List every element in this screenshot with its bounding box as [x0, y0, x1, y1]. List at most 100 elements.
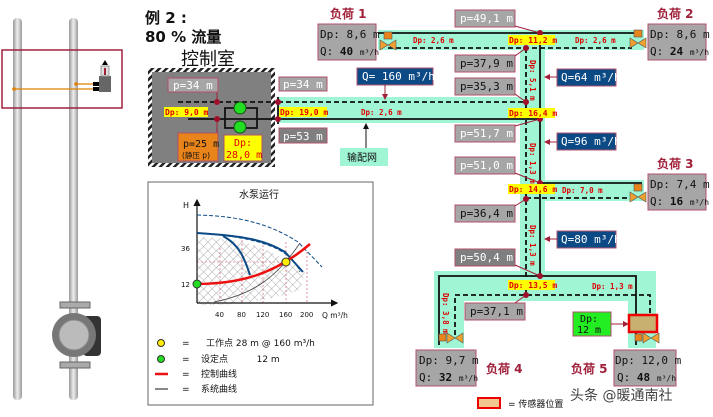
- load-5-title: 负荷 5: [571, 361, 608, 376]
- load-2-flow: Q: 24 m³/h: [650, 45, 709, 58]
- main-supply-pressure: p=53 m: [283, 130, 323, 143]
- legend-eq: =: [182, 339, 190, 349]
- load-4-dp: Dp: 9,7 m: [419, 354, 479, 367]
- main-flow-box: [356, 67, 434, 86]
- legend-set-point: 设定点 12 m: [201, 353, 280, 365]
- load-1-dp: Dp: 8,6 m: [320, 28, 380, 41]
- dp-riser-c: Dp: 1,3 m: [528, 225, 537, 266]
- load-1-flow: Q: 40 m³/h: [320, 45, 379, 58]
- flow-64: Q=64 m³/h: [561, 71, 621, 84]
- valve-load-5-icon: [634, 332, 660, 344]
- load-3-dp: Dp: 7,4 m: [650, 178, 710, 191]
- legend-working-point: 工作点 28 m @ 160 m³/h: [206, 337, 315, 349]
- x-axis-label: Q m³/h: [322, 311, 348, 320]
- control-room-title: 控制室: [181, 49, 235, 70]
- main-pipe-dp: Dp: 2,6 m: [361, 108, 402, 117]
- main-flow: Q= 160 m³/h: [362, 70, 435, 83]
- x-tick: 40: [215, 311, 224, 319]
- network-label: 输配网: [347, 151, 377, 164]
- legend-eq: =: [182, 355, 190, 365]
- pump-dp-label: Dp:: [234, 138, 252, 149]
- pump-2-icon: [233, 120, 247, 134]
- load-3-title: 负荷 3: [657, 156, 694, 171]
- load-2-dp: Dp: 8,6 m: [650, 28, 710, 41]
- load-3[interactable]: 负荷 3 Dp: 7,4 m Q: 16 m³/h: [647, 156, 710, 211]
- static-pressure-value: p=25 m: [183, 139, 219, 150]
- pressure-49-1: p=49,1 m: [460, 12, 513, 25]
- load-2-title: 负荷 2: [657, 6, 694, 21]
- load-4-flow: Q: 32 m³/h: [419, 371, 478, 384]
- room-dp-label: Dp: 9,0 m: [165, 108, 209, 117]
- pressure-36-4: p=36,4 m: [460, 207, 513, 220]
- system-curve: [213, 242, 301, 303]
- load-4[interactable]: 负荷 4 Dp: 9,7 m Q: 32 m³/h: [415, 349, 523, 387]
- watermark: 头条 @暖通南社: [570, 387, 672, 404]
- main-dp-start: Dp: 19,0 m: [280, 108, 328, 117]
- riser-pressure-labels: p=49,1 m p=37,9 m p=35,3 m p=51,7 m p=51…: [454, 9, 543, 321]
- supply-return-pressure-box: [278, 76, 328, 92]
- example-title: 例 2 :: [145, 9, 187, 27]
- legend-eq: =: [182, 370, 190, 380]
- pump-chart-title: 水泵运行: [239, 188, 279, 201]
- load-4-title: 负荷 4: [486, 361, 523, 376]
- sensor-dp-value: 12 m: [577, 325, 601, 336]
- pressure-50-4: p=50,4 m: [460, 251, 513, 264]
- load-1-title: 负荷 1: [330, 6, 367, 21]
- dp-riser-a: Dp: 5,1 m: [528, 60, 537, 101]
- x-tick: 80: [237, 311, 246, 319]
- control-curve: [196, 243, 311, 286]
- load-5-flow: Q: 48 m³/h: [617, 371, 676, 384]
- pump-1-icon: [233, 101, 247, 115]
- dp-11-2: Dp: 11,2 m: [509, 36, 557, 45]
- pressure-35-3: p=35,3 m: [460, 80, 513, 93]
- dp-16-4: Dp: 16,4 m: [509, 109, 557, 118]
- pump-dp-value: 28,0 m: [226, 150, 262, 161]
- vertical-pipe-illustration: [1, 18, 123, 400]
- y-tick: 36: [181, 245, 190, 253]
- dp-14-6: Dp: 14,6 m: [509, 185, 557, 194]
- load-5[interactable]: 负荷 5 Dp: 12,0 m Q: 48 m³/h: [571, 349, 682, 387]
- load-2[interactable]: 负荷 2 Dp: 8,6 m Q: 24 m³/h: [647, 6, 710, 61]
- pressure-37-1: p=37,1 m: [470, 305, 523, 318]
- load-5-dp: Dp: 12,0 m: [615, 354, 682, 367]
- pump-dp-box: [223, 134, 263, 162]
- flow-96: Q=96 m³/h: [561, 135, 621, 148]
- static-pressure-label: (静压 p): [182, 150, 210, 160]
- room-pressure-box: [167, 77, 219, 93]
- sensor-dp-label: Dp:: [580, 314, 598, 325]
- supply-pressure-box: [278, 127, 328, 144]
- static-pressure-box: [177, 132, 219, 162]
- pressure-51-0: p=51,0 m: [460, 159, 513, 172]
- pressure-51-7: p=51,7 m: [460, 127, 513, 140]
- x-tick: 160: [279, 311, 292, 319]
- dp-branch-3: Dp: 7,0 m: [562, 186, 603, 195]
- dp-branch-5: Dp: 1,3 m: [592, 282, 633, 291]
- load-3-flow: Q: 16 m³/h: [650, 195, 709, 208]
- sensor-highlight-frame: [1, 49, 123, 109]
- sensor-location: [627, 313, 659, 334]
- valve-load-1-icon: [379, 31, 397, 51]
- legend-eq: =: [182, 385, 190, 395]
- sensor-legend-icon: [477, 397, 501, 409]
- dp-riser-b: Dp: 1,3 m: [528, 143, 537, 184]
- dp-13-5: Dp: 13,5 m: [509, 281, 557, 290]
- dp-branch-2: Dp: 2,6 m: [575, 36, 616, 45]
- flow-percent-title: 80 % 流量: [145, 28, 221, 46]
- main-return-pressure: p=34 m: [283, 78, 323, 91]
- y-tick: 12: [181, 281, 190, 289]
- sensor-legend-label: = 传感器位置: [508, 398, 563, 410]
- pipes: [277, 32, 651, 345]
- circulation-pump-icon: [52, 301, 101, 369]
- flow-80: Q=80 m³/h: [561, 233, 621, 246]
- load-1[interactable]: 负荷 1 Dp: 8,6 m Q: 40 m³/h: [317, 6, 380, 61]
- network-label-box: [340, 148, 388, 166]
- control-room: p=34 m Dp: 9,0 m p=25 m (静压 p) Dp: 28,0 …: [148, 68, 278, 167]
- dp-branch-1: Dp: 2,6 m: [413, 36, 454, 45]
- x-tick: 200: [300, 311, 313, 319]
- pressure-sensor-icon: [93, 60, 111, 92]
- legend-system-curve: 系统曲线: [201, 383, 237, 395]
- working-point-marker: [281, 257, 291, 267]
- valve-load-4-icon: [438, 332, 464, 344]
- room-pressure-value: p=34 m: [173, 79, 213, 92]
